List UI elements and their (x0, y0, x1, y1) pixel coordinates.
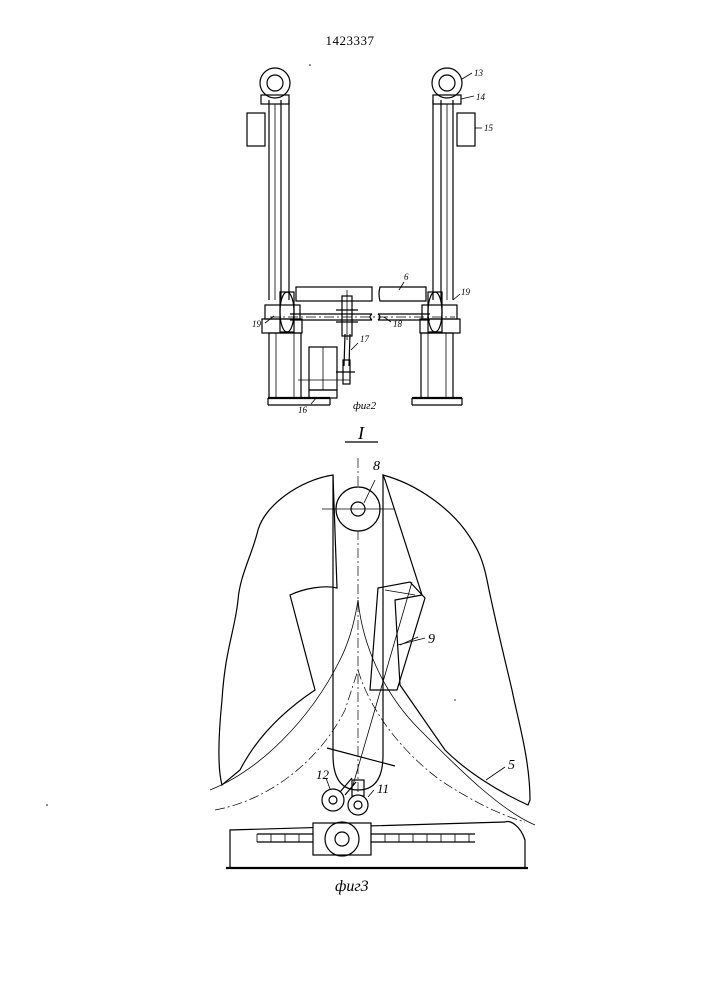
right-counterweight (457, 113, 475, 146)
figure-3: I (210, 423, 535, 895)
figure-2: 13 14 15 6 19 18 19 17 16 фиг2 (247, 68, 494, 415)
label-17: 17 (360, 334, 370, 344)
left-counterweight (247, 113, 265, 146)
body-5 (383, 475, 530, 805)
label-6: 6 (404, 272, 409, 282)
label-11: 11 (377, 781, 389, 796)
speck (454, 699, 455, 700)
view-label: I (357, 423, 365, 443)
speck (309, 64, 311, 66)
label-18: 18 (393, 319, 403, 329)
label-9: 9 (428, 632, 435, 647)
label-5: 5 (508, 758, 515, 773)
track (226, 822, 528, 868)
left-housing (219, 475, 337, 785)
roller-11 (348, 780, 374, 815)
label-13: 13 (474, 68, 484, 78)
patent-number: 1423337 (326, 33, 375, 48)
drive-16 (298, 347, 355, 398)
beam-6 (296, 287, 426, 301)
label-15: 15 (484, 123, 494, 133)
fig3-caption: фиг3 (335, 878, 369, 895)
label-12: 12 (316, 767, 330, 782)
label-16: 16 (298, 405, 308, 415)
carriage-wheel (313, 822, 371, 856)
right-tower (420, 68, 475, 398)
element-9 (353, 582, 425, 785)
chain-17 (344, 334, 345, 366)
label-19-right: 19 (461, 287, 471, 297)
left-tower (247, 68, 302, 398)
fig2-caption: фиг2 (353, 400, 377, 412)
label-14: 14 (476, 92, 486, 102)
label-8: 8 (373, 459, 380, 474)
central-sprocket (336, 290, 358, 340)
arc-left (210, 600, 358, 790)
label-19-left: 19 (252, 319, 262, 329)
speck (46, 804, 48, 806)
